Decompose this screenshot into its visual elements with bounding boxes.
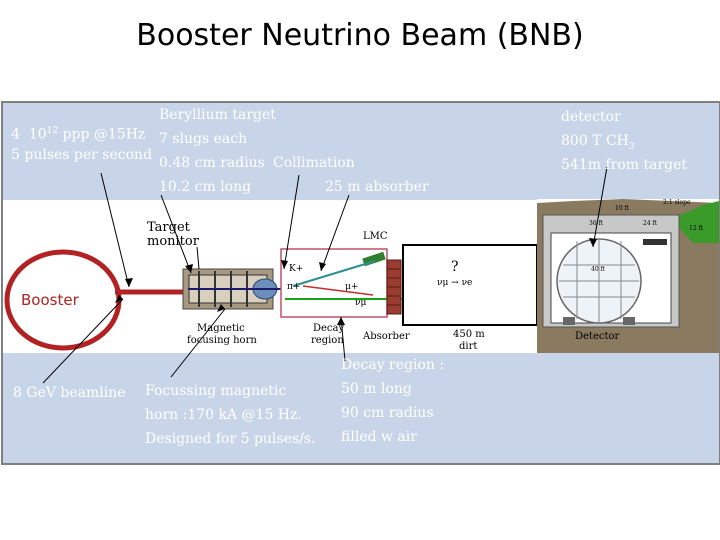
- target-radius: 0.48 cm radius: [159, 155, 265, 171]
- dirt-label-1: 450 m: [453, 329, 485, 340]
- absorber-label: Absorber: [363, 331, 410, 342]
- pulses-per-second: 5 pulses per second: [11, 147, 153, 163]
- callout-arrows: [42, 166, 608, 384]
- dim-40ft: 40 ft: [591, 266, 606, 273]
- bottom-info-band: [3, 353, 719, 463]
- horn-label-2: focusing horn: [187, 335, 257, 346]
- oscillation-label: νμ → νe: [437, 278, 473, 288]
- neutrino-label: νμ: [355, 298, 367, 308]
- beamline-energy: 8 GeV beamline: [13, 385, 126, 401]
- target-monitor-label-2: monitor: [147, 234, 199, 249]
- dim-10ft: 10 ft: [615, 205, 630, 212]
- horn-label-1: Magnetic: [197, 323, 245, 334]
- top-info-band: [3, 103, 719, 200]
- decay-heading: Decay region :: [341, 357, 445, 373]
- dim-24ft: 24 ft: [643, 220, 658, 227]
- detector-label: Detector: [575, 331, 620, 342]
- dim-slope: 2:1 slope: [663, 199, 691, 206]
- grass: [671, 201, 719, 243]
- horn-pulses: Designed for 5 pulses/s.: [145, 431, 316, 447]
- dim-36ft: 36 ft: [589, 220, 604, 227]
- collimation-label: Collimation: [273, 155, 355, 171]
- dim-12ft: 12 ft: [689, 225, 704, 232]
- decay-fill: filled w air: [341, 429, 417, 445]
- target-monitor-label-1: Target: [147, 220, 190, 235]
- protons-per-pulse: 4 1012 ppp @15Hz: [11, 126, 146, 143]
- oscillation-question: ?: [451, 259, 459, 275]
- horn-heading: Focussing magnetic: [145, 383, 287, 399]
- booster-label: Booster: [21, 291, 79, 309]
- target-slugs: 7 slugs each: [159, 131, 248, 147]
- lmc-label: LMC: [363, 231, 388, 242]
- kaon-label: K+: [289, 264, 304, 274]
- decay-label-2: region: [311, 335, 344, 346]
- decay-label-1: Decay: [313, 323, 345, 334]
- bnb-diagram-panel: 4 1012 ppp @15Hz 5 pulses per second Ber…: [1, 101, 720, 465]
- decay-length: 50 m long: [341, 381, 412, 397]
- target-material: Beryllium target: [159, 107, 276, 123]
- horn-current: horn :170 kA @15 Hz.: [145, 407, 302, 423]
- detector-distance: 541m from target: [561, 157, 688, 173]
- decay-radius: 90 cm radius: [341, 405, 434, 421]
- absorber-length: 25 m absorber: [325, 179, 429, 195]
- dirt-label-2: dirt: [459, 341, 478, 352]
- target-length: 10.2 cm long: [159, 179, 252, 195]
- beamline-schematic: [4, 166, 719, 384]
- muon-label: μ+: [345, 282, 359, 292]
- pion-label: π+: [287, 282, 301, 292]
- slide-title: Booster Neutrino Beam (BNB): [136, 18, 584, 53]
- detector-mass: 800 T CH3: [561, 133, 635, 152]
- detector-heading: detector: [561, 109, 621, 125]
